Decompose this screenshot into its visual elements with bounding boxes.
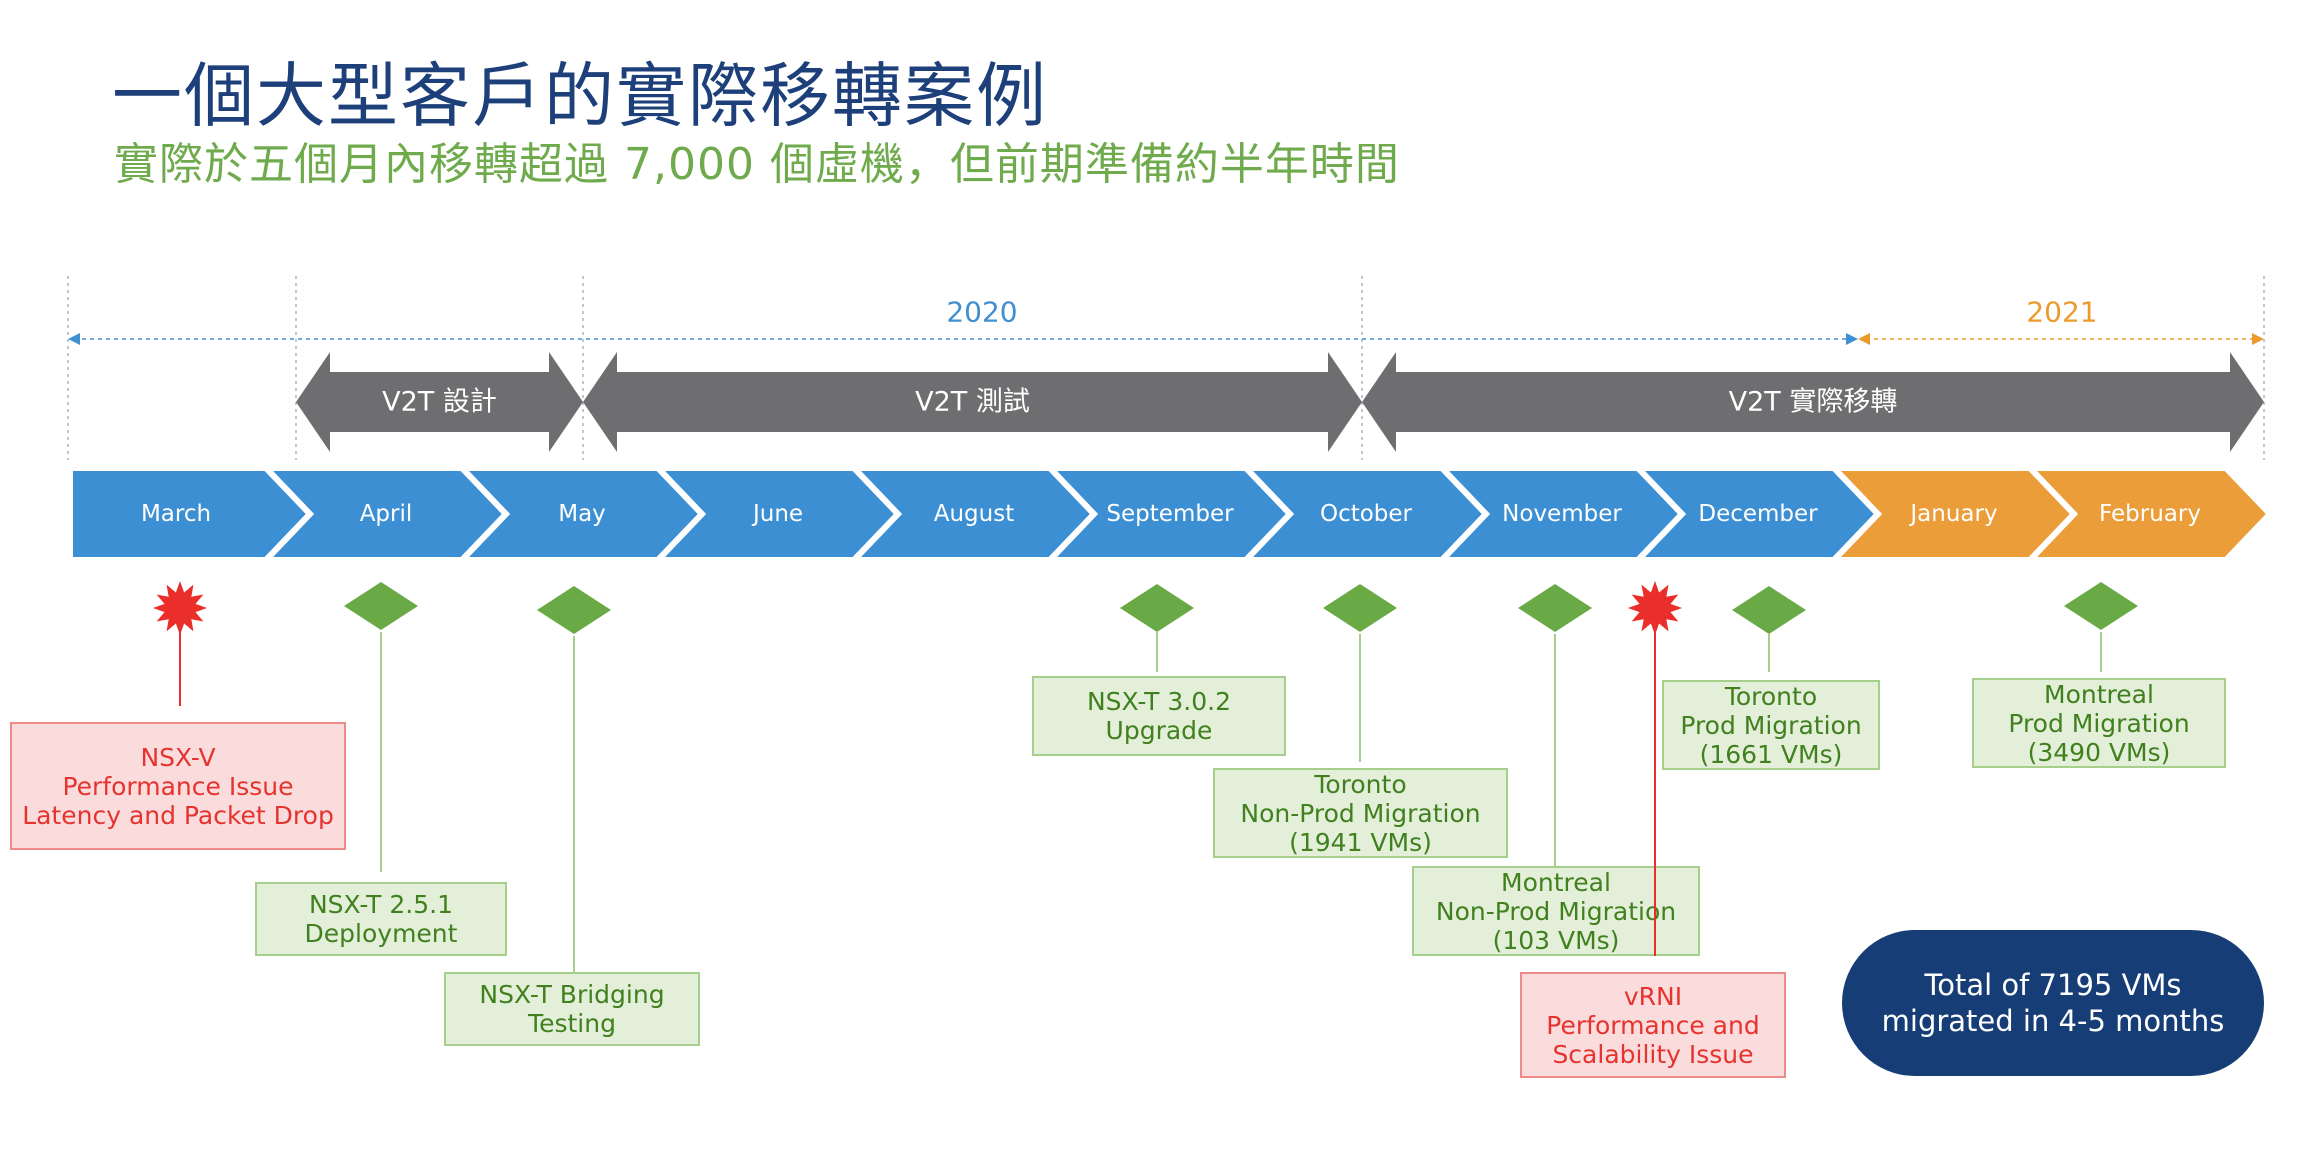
milestone-callout: Toronto Prod Migration (1661 VMs) [1662, 680, 1880, 770]
month-label: December [1698, 501, 1818, 527]
page-title: 一個大型客戶的實際移轉案例 [112, 55, 1048, 137]
month-label: August [934, 501, 1015, 527]
page-subtitle: 實際於五個月內移轉超過 7,000 個虛機，但前期準備約半年時間 [114, 139, 1400, 190]
milestone-diamond-icon [2064, 582, 2138, 630]
month-label: April [360, 501, 413, 527]
vrni-overlay-line [1654, 866, 1656, 956]
milestone-diamond-icon [344, 582, 418, 630]
milestone-callout: NSX-T 3.0.2 Upgrade [1032, 676, 1286, 756]
year-2020-start-arrowhead [68, 333, 80, 345]
month-label: March [141, 501, 211, 527]
milestone-callout: Montreal Non-Prod Migration (103 VMs) [1412, 866, 1700, 956]
phase-arrow [1362, 352, 2264, 452]
issue-callout: vRNI Performance and Scalability Issue [1520, 972, 1786, 1078]
phase-arrow [296, 352, 583, 452]
issue-starburst-icon [153, 581, 207, 635]
milestone-callout: NSX-T Bridging Testing [444, 972, 700, 1046]
milestone-diamond-icon [1120, 584, 1194, 632]
year-2021-start-arrowhead [1858, 333, 1870, 345]
milestone-callout: NSX-T 2.5.1 Deployment [255, 882, 507, 956]
phase-arrow [583, 352, 1362, 452]
phase-label: V2T 測試 [915, 387, 1030, 418]
month-label: September [1106, 501, 1234, 527]
issue-callout: NSX-V Performance Issue Latency and Pack… [10, 722, 346, 850]
year-2021-end-arrowhead [2252, 333, 2264, 345]
phase-label: V2T 設計 [382, 387, 497, 418]
issue-starburst-icon [1628, 581, 1682, 635]
phase-label: V2T 實際移轉 [1729, 387, 1898, 418]
month-label: November [1502, 501, 1622, 527]
month-label: February [2099, 501, 2201, 527]
milestone-diamond-icon [1518, 584, 1592, 632]
milestone-callout: Toronto Non-Prod Migration (1941 VMs) [1213, 768, 1508, 858]
month-label: October [1320, 501, 1413, 527]
migration-total-badge: Total of 7195 VMs migrated in 4-5 months [1842, 930, 2264, 1076]
milestone-diamond-icon [1732, 586, 1806, 634]
year-2020-end-arrowhead [1846, 333, 1858, 345]
month-label: May [558, 501, 606, 527]
milestone-callout: Montreal Prod Migration (3490 VMs) [1972, 678, 2226, 768]
milestone-diamond-icon [1323, 584, 1397, 632]
month-label: January [1908, 501, 1997, 527]
year-label-2020: 2020 [946, 296, 1017, 329]
year-label-2021: 2021 [2026, 296, 2097, 329]
milestone-diamond-icon [537, 586, 611, 634]
month-chevron [2022, 465, 2275, 563]
month-label: June [751, 501, 803, 527]
